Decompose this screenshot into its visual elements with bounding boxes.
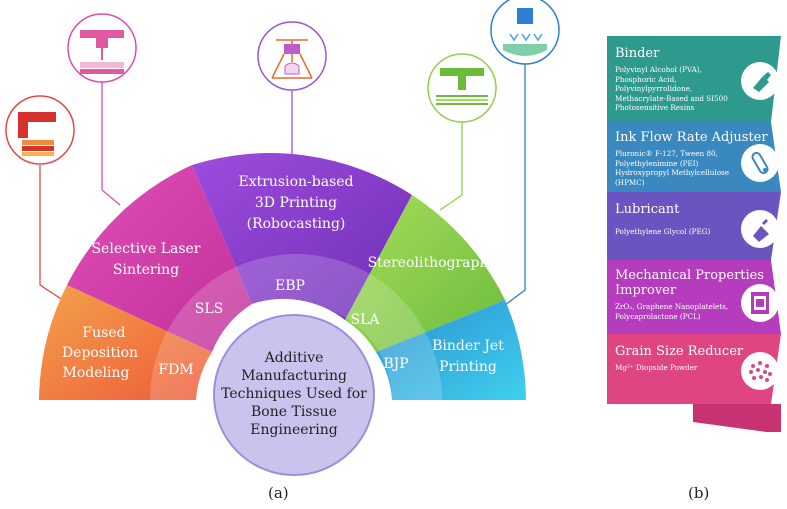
panel-a-label: (a) bbox=[268, 484, 289, 502]
binder-desc: Polyvinyl Alcohol (PVA), Phosphoric Acid… bbox=[615, 65, 728, 112]
binder-jet-icon bbox=[490, 0, 560, 65]
oil-can-icon bbox=[741, 210, 779, 248]
sector-bjp bbox=[376, 300, 526, 400]
extrusion-printer-icon bbox=[257, 21, 327, 91]
ribbon-background bbox=[607, 36, 781, 432]
grain-size-desc: Mg²⁺ Diopside Powder bbox=[615, 363, 698, 372]
fdm-printer-icon bbox=[5, 95, 75, 165]
sla-inner-label: SLA bbox=[351, 312, 381, 328]
ribbon-item-ink-flow: Ink Flow Rate Adjuster Pluronic® F-127, … bbox=[607, 124, 785, 192]
test-tube-icon bbox=[741, 144, 779, 182]
fdm-inner-label: FDM bbox=[158, 362, 193, 378]
sla-vat-icon bbox=[427, 53, 497, 123]
ribbon-item-grain-size: Grain Size Reducer Mg²⁺ Diopside Powder bbox=[607, 338, 785, 402]
lubricant-title: Lubricant bbox=[615, 202, 680, 217]
ebp-inner-label: EBP bbox=[275, 278, 305, 294]
ribbon-item-binder: Binder Polyvinyl Alcohol (PVA), Phosphor… bbox=[607, 40, 785, 124]
sla-label: Stereolithography bbox=[368, 255, 497, 271]
ribbon-item-mechanical: Mechanical Properties Improver ZrO₂, Gra… bbox=[607, 262, 785, 336]
sls-inner-label: SLS bbox=[195, 301, 223, 317]
ink-flow-title: Ink Flow Rate Adjuster bbox=[615, 130, 768, 145]
center-circle bbox=[213, 314, 375, 476]
sector-sla bbox=[345, 195, 505, 352]
press-icon bbox=[741, 284, 779, 322]
ribbon-item-lubricant: Lubricant Polyethylene Glycol (PEG) bbox=[607, 196, 785, 262]
mechanical-desc: ZrO₂, Graphene Nanoplatelets, Polycaprol… bbox=[615, 302, 729, 321]
lubricant-desc: Polyethylene Glycol (PEG) bbox=[615, 227, 711, 236]
particles-icon bbox=[741, 352, 779, 390]
mechanical-title: Mechanical Properties Improver bbox=[615, 268, 765, 298]
sls-laser-icon bbox=[67, 13, 137, 83]
grain-size-title: Grain Size Reducer bbox=[615, 344, 744, 359]
ink-flow-desc: Pluronic® F-127, Tween 80, Polyethylenim… bbox=[615, 149, 729, 187]
sector-sls bbox=[67, 165, 252, 352]
sector-fdm bbox=[39, 285, 212, 400]
inner-ring bbox=[150, 254, 442, 400]
panel-b-label: (b) bbox=[688, 484, 710, 502]
sector-ebp bbox=[192, 153, 412, 320]
bjp-inner-label: BJP bbox=[383, 356, 408, 372]
glue-bottle-icon bbox=[741, 62, 779, 100]
binder-title: Binder bbox=[615, 46, 660, 61]
